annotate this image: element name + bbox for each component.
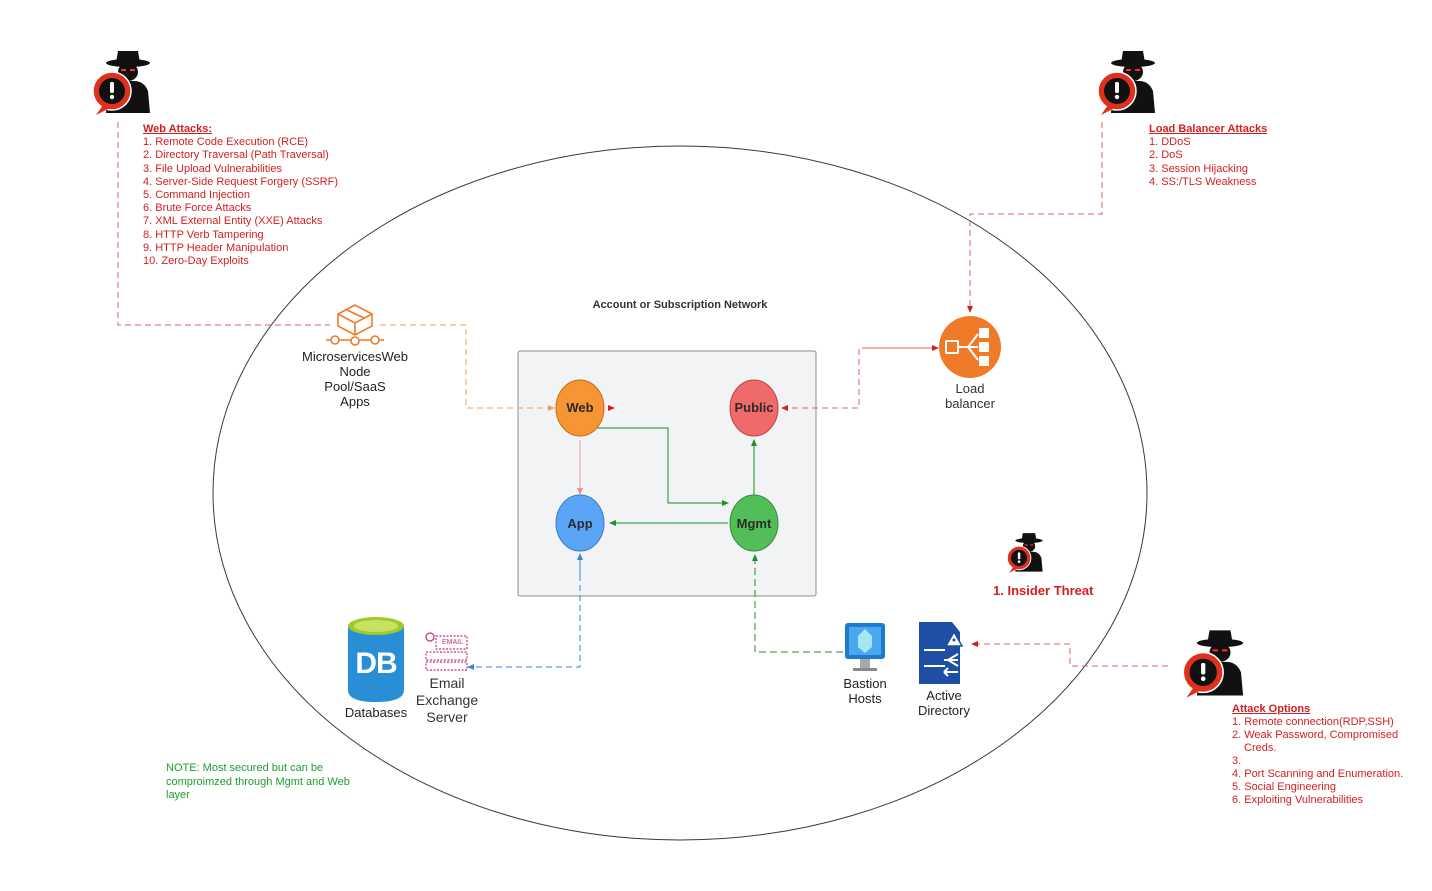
attack-option-item: Creds. — [1244, 742, 1277, 754]
web-attack-item: 3. File Upload Vulnerabilities — [143, 162, 282, 175]
web-attack-item: 5. Command Injection — [143, 189, 250, 202]
network-title: Account or Subscription Network — [592, 299, 768, 311]
email-label-line: Exchange — [415, 692, 479, 708]
bastion-label: Bastion Hosts — [830, 676, 900, 706]
app-to-email-path — [467, 555, 581, 670]
lb-attack-item: 4. SS:/TLS Weakness — [1149, 175, 1257, 188]
hacker-lb-icon — [1097, 50, 1156, 116]
aws-microservices-icon — [326, 304, 384, 346]
app-node — [555, 494, 605, 552]
databases-label: Databases — [344, 705, 408, 720]
web-node — [555, 379, 605, 437]
load-balancer-label: Load balancer — [930, 381, 1010, 411]
ad-attack-path — [971, 641, 1168, 667]
attack-option-item: 5. Social Engineering — [1232, 781, 1336, 793]
hacker-insider-icon — [1006, 532, 1044, 574]
microservices-to-web-path — [380, 324, 555, 411]
active-directory-label-line: Active — [926, 688, 962, 703]
web-attack-item: 4. Server-Side Request Forgery (SSRF) — [143, 175, 339, 188]
bastion-label-line: Hosts — [848, 691, 882, 706]
db-icon-text: DB — [355, 647, 397, 680]
security-note-line: NOTE: Most secured but can be — [166, 762, 324, 774]
lb-attack-path — [967, 122, 1103, 313]
app-node-label: App — [567, 516, 593, 531]
subnet-box — [517, 350, 817, 597]
security-note-line: layer — [166, 789, 190, 801]
web-attack-item: 8. HTTP Verb Tampering — [143, 228, 264, 241]
web-attacks-list: Web Attacks: 1. Remote Code Execution (R… — [143, 123, 338, 268]
web-attack-path — [117, 122, 330, 326]
hacker-attack-options-icon — [1182, 629, 1244, 699]
web-attack-item: 9. HTTP Header Manipulation — [143, 241, 289, 254]
email-icon-text: EMAIL — [441, 639, 463, 646]
microservices-label-line: Node — [339, 364, 371, 379]
lb-attacks-list: Load Balancer Attacks 1. DDoS 2. DoS 3. … — [1149, 123, 1267, 189]
azure-bastion-icon — [845, 623, 885, 671]
security-note: NOTE: Most secured but can be comproimze… — [166, 762, 350, 803]
lb-attack-item: 3. Session Hijacking — [1149, 162, 1249, 175]
lb-attack-item: 1. DDoS — [1149, 136, 1191, 149]
active-directory-label: Active Directory — [904, 688, 984, 718]
network-boundary — [212, 145, 1148, 841]
web-to-mgmt-link — [596, 427, 729, 506]
email-server-icon — [425, 632, 468, 671]
attack-option-item: 3. — [1232, 755, 1242, 767]
public-node — [729, 379, 779, 437]
web-attacks-title: Web Attacks: — [143, 123, 213, 135]
load-balancer-label-line: Load — [955, 381, 985, 396]
lb-attack-item: 2. DoS — [1149, 149, 1183, 162]
aws-elb-icon — [939, 316, 1001, 378]
hacker-web-icon — [92, 50, 151, 116]
microservices-label-line: MicroservicesWeb — [302, 349, 408, 364]
email-label: Email Exchange Server — [405, 675, 489, 726]
public-node-label: Public — [734, 400, 774, 415]
attack-options-title: Attack Options — [1232, 703, 1311, 715]
security-note-line: comproimzed through Mgmt and Web — [166, 775, 350, 788]
web-attack-item: 2. Directory Traversal (Path Traversal) — [143, 149, 329, 162]
lb-attacks-title: Load Balancer Attacks — [1149, 123, 1268, 135]
web-attack-item: 6. Brute Force Attacks — [143, 202, 252, 215]
bastion-label-line: Bastion — [843, 676, 887, 691]
attack-option-item: 4. Port Scanning and Enumeration. — [1232, 768, 1404, 780]
web-attack-item: 7. XML External Entity (XXE) Attacks — [143, 215, 323, 228]
email-label-line: Server — [426, 709, 468, 725]
attack-option-item: 6. Exploiting Vulnerabilities — [1232, 794, 1364, 806]
bastion-to-mgmt-path — [752, 554, 843, 653]
azure-ad-icon — [919, 622, 964, 684]
attack-options-list: Attack Options 1. Remote connection(RDP,… — [1232, 703, 1403, 807]
microservices-label-line: Pool/SaaS — [324, 379, 386, 394]
active-directory-label-line: Directory — [917, 703, 970, 718]
microservices-label: MicroservicesWeb Node Pool/SaaS Apps — [295, 349, 415, 409]
microservices-label-line: Apps — [340, 394, 370, 409]
attack-option-item: 2. Weak Password, Compromised — [1232, 729, 1399, 741]
attack-option-item: 1. Remote connection(RDP,SSH) — [1232, 716, 1394, 728]
web-attack-item: 1. Remote Code Execution (RCE) — [143, 136, 309, 149]
web-attack-item: 10. Zero-Day Exploits — [143, 255, 249, 268]
web-node-label: Web — [566, 400, 594, 415]
email-label-line: Email — [429, 675, 465, 691]
insider-threat-label: 1. Insider Threat — [993, 583, 1094, 598]
mgmt-node — [729, 494, 779, 552]
azure-db-icon — [348, 617, 404, 702]
mgmt-node-label: Mgmt — [736, 516, 772, 531]
load-balancer-label-line: balancer — [945, 396, 995, 411]
